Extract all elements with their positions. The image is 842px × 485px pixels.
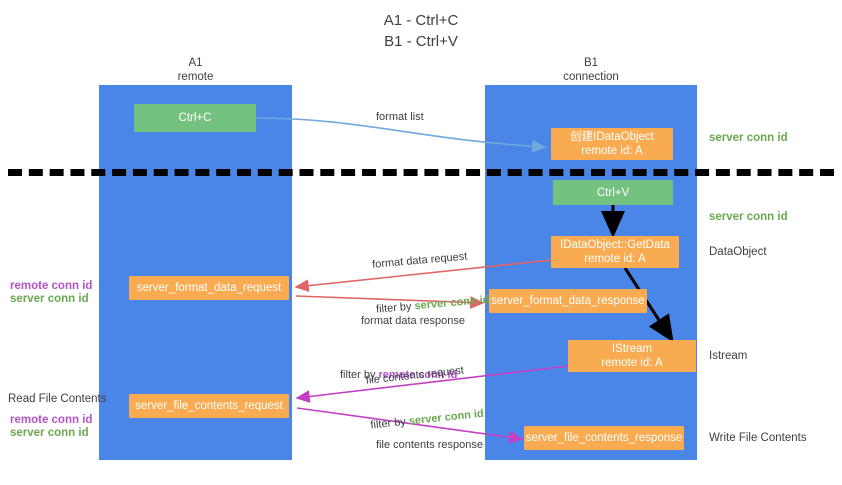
label-write-file-contents: Write File Contents (709, 432, 807, 444)
node-create-dataobject[interactable]: 创建IDataObject remote id: A (551, 128, 673, 160)
phase-divider (8, 169, 834, 176)
edge-label-format-list: format list (376, 111, 424, 123)
edge-label-file-contents-response-line1: file contents response (376, 439, 484, 451)
label-remote-conn-id-1: remote conn id (10, 280, 93, 292)
edge-label-format-data-response: format data response filter by remote co… (340, 284, 465, 413)
edge-label-file-contents-request-line1: file contents request (365, 364, 465, 387)
filter-prefix: filter by (340, 369, 379, 381)
node-server-file-contents-request[interactable]: server_file_contents_request (129, 394, 289, 418)
node-server-format-data-response[interactable]: server_format_data_response (489, 289, 647, 313)
label-dataobject: DataObject (709, 246, 767, 258)
lane-a1-header: A1 remote (177, 57, 214, 83)
label-remote-conn-id-2: remote conn id (10, 414, 93, 426)
label-server-conn-id-top: server conn id (709, 132, 788, 144)
node-getdata[interactable]: IDataObject::GetData remote id: A (551, 236, 679, 268)
node-server-file-contents-response[interactable]: server_file_contents_response (524, 426, 684, 450)
label-istream: Istream (709, 350, 748, 362)
page-title: A1 - Ctrl+C B1 - Ctrl+V (383, 12, 459, 50)
edge-label-format-data-response-line2: filter by remote conn id (340, 368, 465, 383)
node-ctrl-v[interactable]: Ctrl+V (553, 180, 673, 205)
filter-key-remote-conn-id: remote conn id (378, 369, 458, 381)
lane-b1-header: B1 connection (563, 57, 619, 83)
label-server-conn-id-mid: server conn id (709, 211, 788, 223)
node-server-format-data-request[interactable]: server_format_data_request (129, 276, 289, 300)
edge-label-format-data-request-line1: format data request (371, 250, 468, 271)
label-server-conn-id-2: server conn id (10, 427, 89, 439)
label-server-conn-id-1: server conn id (10, 293, 89, 305)
node-istream[interactable]: IStream remote id: A (568, 340, 696, 372)
node-ctrl-c[interactable]: Ctrl+C (134, 104, 256, 132)
label-read-file-contents: Read File Contents (8, 393, 107, 405)
edge-label-format-data-response-line1: format data response (361, 315, 465, 327)
edge-label-file-contents-response: file contents response filter by remote … (376, 408, 483, 485)
